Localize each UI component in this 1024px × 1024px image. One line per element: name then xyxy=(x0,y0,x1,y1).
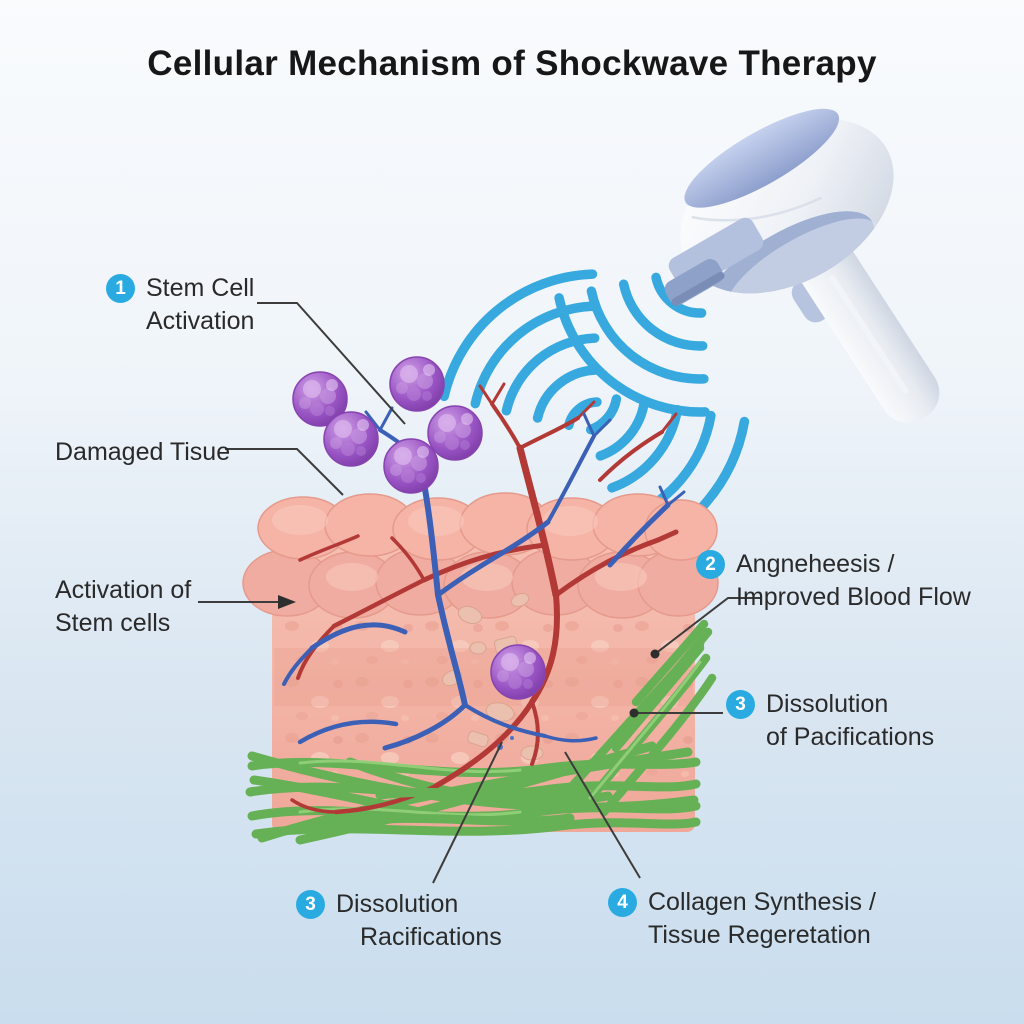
micro-fragment xyxy=(510,736,514,740)
label-stem-cell-activation: 1 Stem Cell Activation xyxy=(106,272,254,338)
shockwave-arcs xyxy=(439,269,750,557)
page-title: Cellular Mechanism of Shockwave Therapy xyxy=(147,44,877,83)
label-activation-of-stem-cells: Activation of Stem cells xyxy=(55,574,191,640)
label-text: Damaged Tisue xyxy=(55,438,231,466)
fiber-highlights xyxy=(298,660,702,817)
leader-angiogenesis xyxy=(654,597,762,655)
label-collagen-synthesis: 4 Collagen Synthesis / Tissue Regeretati… xyxy=(608,886,876,952)
badge-3: 3 xyxy=(726,690,755,719)
label-angiogenesis: 2 Angneheesis / Improved Blood Flow xyxy=(696,548,971,614)
label-text: Improved Blood Flow xyxy=(736,583,971,611)
arrowhead xyxy=(278,595,296,609)
device-applicator-tip xyxy=(664,259,725,306)
badge-2: 2 xyxy=(696,550,725,579)
label-dissolution-right: 3 Dissolution of Pacifications xyxy=(726,688,934,754)
leader-stem-cell-activation xyxy=(257,302,406,425)
label-text: Stem cells xyxy=(55,609,171,637)
label-text: Activation xyxy=(146,307,255,335)
label-text: Racifications xyxy=(360,923,502,951)
label-text: Stem Cell xyxy=(146,274,255,302)
label-text: Angneheesis / xyxy=(736,550,895,578)
endpoint-dot xyxy=(629,708,639,718)
label-text: Dissolution xyxy=(766,690,889,718)
leader-damaged-tissue xyxy=(225,448,344,496)
endpoint-dot xyxy=(650,649,660,659)
leader-lines xyxy=(198,302,762,884)
label-damaged-tissue: Damaged Tisue xyxy=(55,436,230,469)
leader-endpoints xyxy=(278,595,660,718)
label-text: Collagen Synthesis / xyxy=(648,888,876,916)
label-text: of Pacifications xyxy=(766,723,935,751)
badge-4: 4 xyxy=(608,888,637,917)
badge-3-bottom: 3 xyxy=(296,890,325,919)
tissue-cross-section xyxy=(242,382,719,845)
collagen-fibers-over xyxy=(325,787,591,829)
badge-1: 1 xyxy=(106,274,135,303)
label-text: Tissue Regeretation xyxy=(648,921,871,949)
embedded-stem-cell xyxy=(490,644,546,700)
leader-collagen-synthesis xyxy=(564,751,641,879)
leader-dissolution-bottom xyxy=(432,741,503,884)
epidermis-layer xyxy=(242,492,719,619)
label-text: Activation of xyxy=(55,576,192,604)
label-text: Dissolution xyxy=(336,890,459,918)
label-dissolution-bottom: 3 Dissolution Racifications xyxy=(296,888,502,954)
